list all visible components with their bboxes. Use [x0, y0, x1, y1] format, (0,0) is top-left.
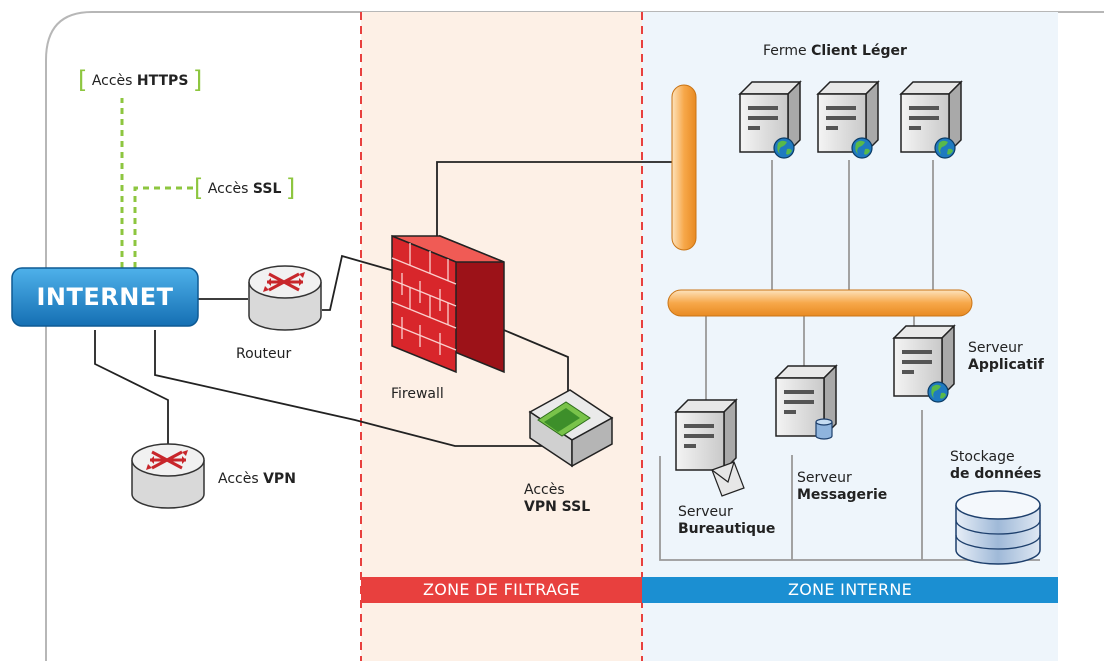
stockage-line2: de données: [950, 466, 1042, 482]
acces-vpn-prefix: Accès: [218, 471, 259, 487]
outer-frame: [45, 11, 1104, 661]
acces-vpn-ssl-label: Accès VPN SSL: [524, 482, 590, 516]
serveur-applicatif-label: Serveur Applicatif: [968, 340, 1044, 374]
stockage-line1: Stockage: [950, 449, 1015, 465]
internal-links: [659, 160, 1040, 561]
zone-filtrage-label: ZONE DE FILTRAGE: [422, 580, 581, 599]
routeur-label: Routeur: [236, 346, 292, 362]
vpn-router-icon: [130, 442, 206, 510]
internet-box: [11, 267, 199, 327]
ferme-client-leger-label: Ferme Client Léger: [763, 43, 907, 60]
serveur-applicatif-line1: Serveur: [968, 340, 1023, 356]
serveur-bureautique-icon: [675, 399, 745, 497]
storage-disks-icon: [955, 490, 1041, 565]
bracket-right: ]: [285, 174, 296, 202]
serveur-messagerie-line1: Serveur: [797, 470, 852, 486]
zone-filtrage-bar: [361, 577, 642, 603]
router-icon: [247, 264, 323, 332]
zone-interne-bar: [642, 577, 1058, 603]
zone-interne-label: ZONE INTERNE: [787, 580, 913, 599]
network-links: [94, 161, 676, 452]
bus-horizontal: [667, 289, 973, 317]
acces-vpn-ssl-line2: VPN SSL: [524, 499, 591, 515]
acces-ssl-bold: SSL: [252, 181, 282, 197]
bus-vertical: [671, 84, 697, 251]
serveur-messagerie-icon: [775, 365, 837, 440]
serveur-bureautique-line2: Bureautique: [678, 521, 776, 537]
ssl-access-line: [133, 186, 196, 268]
bracket-left: [: [194, 174, 204, 202]
bracket-left: [: [78, 66, 88, 94]
bracket-right: ]: [192, 66, 203, 94]
vpn-ssl-appliance-icon: [528, 389, 614, 468]
serveur-applicatif-line2: Applicatif: [968, 357, 1044, 373]
ferme-bold: Client Léger: [811, 43, 907, 59]
stockage-label: Stockage de données: [950, 449, 1041, 483]
acces-vpn-ssl-line1: Accès: [524, 482, 565, 498]
acces-ssl-label: [ Accès SSL ]: [194, 176, 295, 200]
internet-label: INTERNET: [36, 283, 174, 311]
acces-ssl-prefix: Accès: [207, 181, 249, 197]
acces-https-bold: HTTPS: [136, 73, 189, 89]
client-leger-server-1-icon: [739, 81, 801, 159]
serveur-applicatif-icon: [893, 325, 955, 403]
firewall-label: Firewall: [391, 386, 444, 402]
acces-https-label: [ Accès HTTPS ]: [78, 68, 202, 92]
client-leger-server-3-icon: [900, 81, 962, 159]
serveur-messagerie-label: Serveur Messagerie: [797, 470, 887, 504]
serveur-bureautique-line1: Serveur: [678, 504, 733, 520]
client-leger-server-2-icon: [817, 81, 879, 159]
ferme-prefix: Ferme: [763, 43, 807, 59]
serveur-bureautique-label: Serveur Bureautique: [678, 504, 775, 538]
acces-https-prefix: Accès: [91, 73, 133, 89]
serveur-messagerie-line2: Messagerie: [797, 487, 888, 503]
acces-vpn-label: Accès VPN: [218, 471, 296, 488]
acces-vpn-bold: VPN: [263, 471, 296, 487]
firewall-icon: [391, 234, 505, 374]
